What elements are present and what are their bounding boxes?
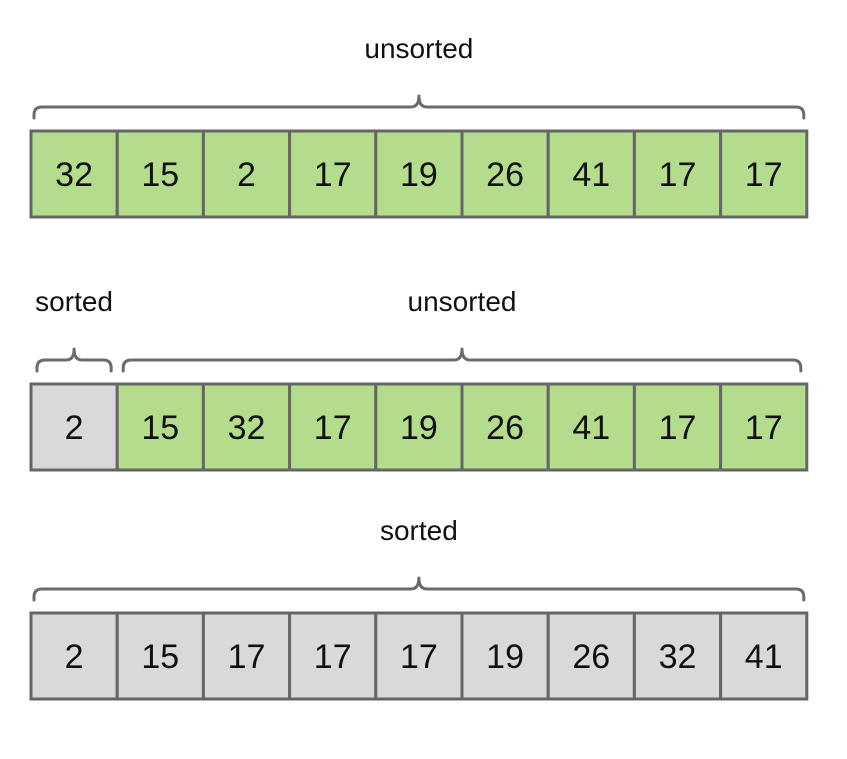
sorted-cell [546,611,636,701]
cell-value: 26 [486,156,524,194]
cell-value: 17 [228,638,266,676]
cell-value: 26 [572,638,610,676]
unsorted-cell [374,129,464,219]
cell-value: 15 [141,638,179,676]
unsorted-label: unsorted [408,286,517,317]
unsorted-cell [115,129,205,219]
cell-value: 32 [659,638,697,676]
unsorted-cell [719,382,809,472]
cell-value: 19 [400,156,438,194]
sorted-cell [29,611,119,701]
sorted-label: sorted [380,515,458,546]
sorted-cell [374,611,464,701]
unsorted-cell [288,382,378,472]
unsorted-cell [719,129,809,219]
unsorted-cell [460,129,550,219]
cell-value: 41 [572,409,610,447]
sorted-cell [29,382,119,472]
unsorted-brace [121,347,803,373]
cell-value: 32 [55,156,93,194]
unsorted-cell [546,129,636,219]
sorted-cell [719,611,809,701]
cell-value: 2 [237,156,256,194]
unsorted-label: unsorted [364,33,473,64]
cell-value: 19 [486,638,524,676]
cell-value: 17 [745,409,783,447]
sorted-cell [115,611,205,701]
cell-value: 15 [141,156,179,194]
cell-value: 41 [745,638,783,676]
unsorted-cell [546,382,636,472]
cell-value: 2 [65,409,84,447]
unsorted-cell [201,382,292,472]
cell-value: 17 [659,156,697,194]
unsorted-cell [632,129,723,219]
cell-value: 15 [141,409,179,447]
cell-value: 17 [745,156,783,194]
array-row-1: 32 15 2 17 19 26 41 17 17 unsorted [29,33,809,219]
sorted-brace [32,576,806,602]
unsorted-cell [201,129,292,219]
sorted-cell [288,611,378,701]
cell-value: 17 [314,156,352,194]
unsorted-brace [32,94,806,120]
unsorted-cell [632,382,723,472]
sorted-label: sorted [35,286,113,317]
cell-value: 17 [400,638,438,676]
cell-value: 32 [228,409,266,447]
sorted-cell [201,611,292,701]
cell-value: 19 [400,409,438,447]
cell-value: 2 [65,638,84,676]
array-row-2: 2 15 32 17 19 26 41 17 17 sorted unsorted [29,286,809,472]
unsorted-cell [374,382,464,472]
array-row-3: 2 15 17 17 17 19 26 32 41 sorted [29,515,809,701]
cell-value: 41 [572,156,610,194]
unsorted-cell [29,129,119,219]
sorted-brace [35,347,113,373]
cell-value: 17 [659,409,697,447]
cell-value: 17 [314,409,352,447]
cell-value: 26 [486,409,524,447]
cell-value: 17 [314,638,352,676]
